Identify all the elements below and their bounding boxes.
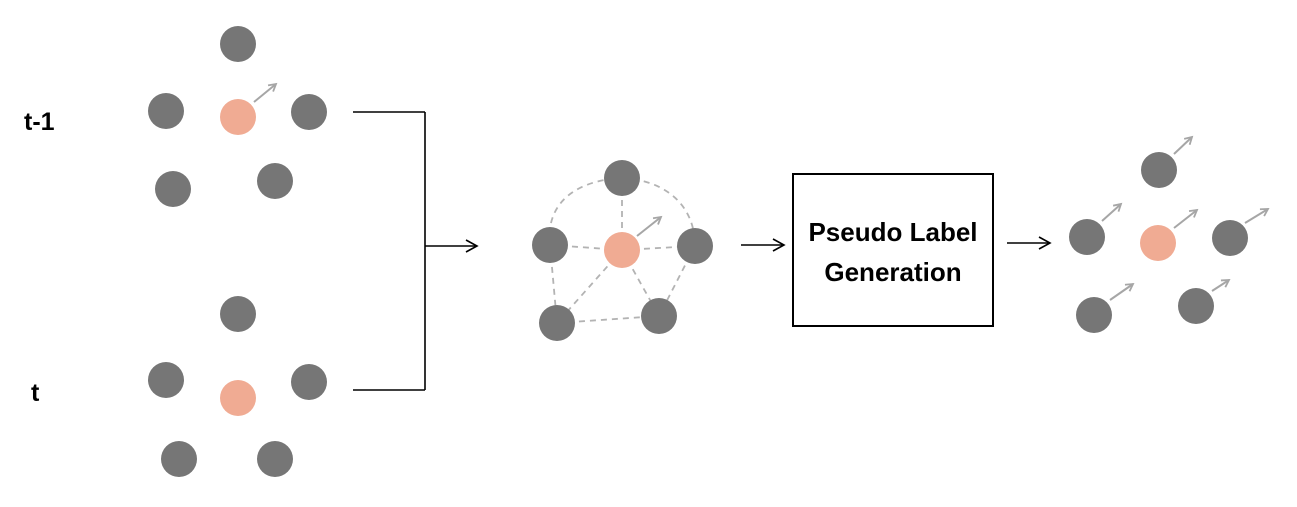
target-node [220, 99, 256, 135]
motion-arrow [636, 215, 663, 237]
gray-node [539, 305, 575, 341]
gray-node [148, 93, 184, 129]
gray-node [148, 362, 184, 398]
frame-t-cluster [148, 296, 327, 477]
gray-node [155, 171, 191, 207]
gray-node [220, 296, 256, 332]
motion-arrow [253, 82, 278, 103]
gray-node [291, 94, 327, 130]
motion-arrow [1211, 279, 1231, 292]
target-node [220, 380, 256, 416]
gray-node [1069, 219, 1105, 255]
gray-node [604, 160, 640, 196]
target-node [1140, 225, 1176, 261]
gray-node [257, 441, 293, 477]
gray-node [220, 26, 256, 62]
gray-node [161, 441, 197, 477]
frame-t-minus-1-cluster [148, 26, 327, 207]
frame-label-t-minus-1: t-1 [24, 108, 55, 136]
gray-node [257, 163, 293, 199]
frame-label-t: t [31, 379, 40, 407]
gray-node [291, 364, 327, 400]
gray-node [677, 228, 713, 264]
graph-cluster [532, 160, 713, 341]
gray-node [1212, 220, 1248, 256]
gray-node [1141, 152, 1177, 188]
gray-node [1076, 297, 1112, 333]
gray-node [641, 298, 677, 334]
motion-arrow [1173, 208, 1199, 229]
box-label-line2: Generation [824, 257, 961, 287]
target-node [604, 232, 640, 268]
motion-arrow [1244, 208, 1270, 224]
motion-arrow [1109, 282, 1135, 301]
output-cluster [1069, 135, 1270, 333]
gray-node [1178, 288, 1214, 324]
pseudo-label-generation-box: Pseudo Label Generation [792, 173, 994, 327]
motion-arrow [1173, 135, 1194, 155]
merge-bracket [353, 111, 479, 391]
gray-node [532, 227, 568, 263]
box-label-line1: Pseudo Label [808, 217, 977, 247]
motion-arrow [1101, 202, 1123, 222]
